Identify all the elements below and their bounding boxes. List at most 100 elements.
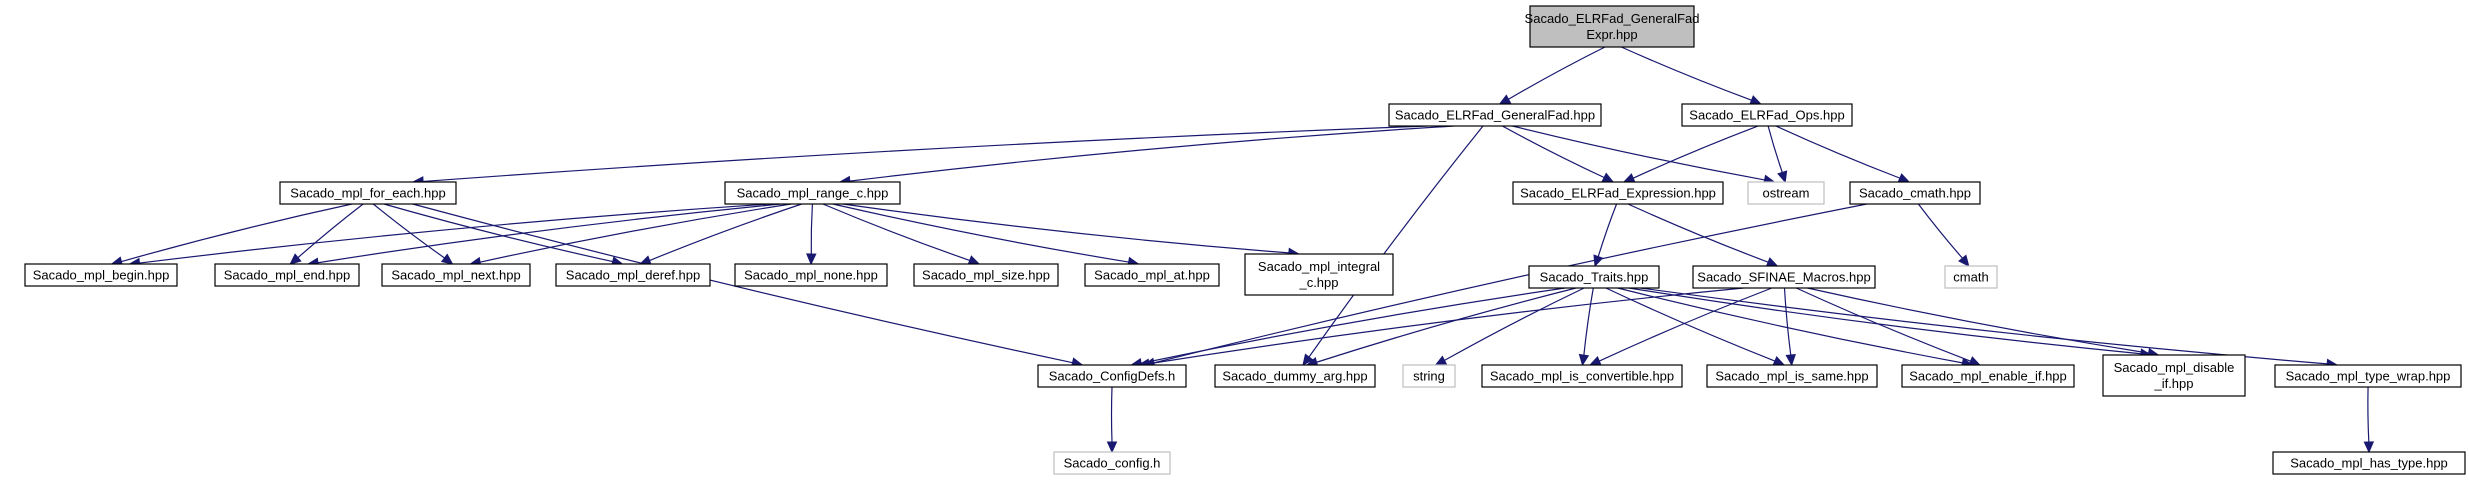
node-label: Sacado_mpl_deref.hpp [566,268,700,283]
node-enable_if[interactable]: Sacado_mpl_enable_if.hpp [1901,364,2075,388]
node-box [1402,364,1456,388]
node-ostream: ostream [1747,181,1825,205]
node-config_h: Sacado_config.h [1053,451,1171,475]
node-label: Sacado_mpl_range_c.hpp [737,186,889,201]
node-expression[interactable]: Sacado_ELRFad_Expression.hpp [1512,181,1724,205]
node-sfinae[interactable]: Sacado_SFINAE_Macros.hpp [1692,265,1876,289]
node-is_convertible[interactable]: Sacado_mpl_is_convertible.hpp [1481,364,1683,388]
node-deref[interactable]: Sacado_mpl_deref.hpp [555,263,711,287]
node-string: string [1402,364,1456,388]
edge-traits-to-is_convertible [1578,287,1594,367]
node-is_same[interactable]: Sacado_mpl_is_same.hpp [1706,364,1878,388]
edge-ops-to-ostream [1767,125,1788,184]
node-range_c[interactable]: Sacado_mpl_range_c.hpp [724,181,901,205]
node-label: string [1413,369,1445,384]
node-traits[interactable]: Sacado_Traits.hpp [1528,265,1660,289]
node-begin[interactable]: Sacado_mpl_begin.hpp [24,263,178,287]
node-box [214,263,360,287]
node-configdefs[interactable]: Sacado_ConfigDefs.h [1037,364,1187,388]
node-label: Sacado_mpl_is_same.hpp [1715,369,1868,384]
node-box [1901,364,2075,388]
node-label: Sacado_cmath.hpp [1859,186,1971,201]
node-type_wrap[interactable]: Sacado_mpl_type_wrap.hpp [2274,364,2462,388]
node-cmath: cmath [1944,265,1998,289]
node-label: ostream [1763,186,1810,201]
node-box [2102,354,2246,397]
node-box [1681,103,1853,127]
edges-layer [110,46,2375,454]
edge-traits-to-disable_if [1628,287,2153,359]
node-label: Sacado_mpl_is_convertible.hpp [1490,369,1674,384]
node-label: Sacado_mpl_begin.hpp [33,268,170,283]
node-for_each[interactable]: Sacado_mpl_for_each.hpp [279,181,457,205]
node-label: Sacado_SFINAE_Macros.hpp [1697,270,1870,285]
edge-generalfad-to-for_each [411,125,1428,187]
node-at[interactable]: Sacado_mpl_at.hpp [1084,263,1220,287]
edge-for_each-to-begin [110,203,353,267]
node-box [1244,253,1394,296]
node-box [1692,265,1876,289]
node-label: Sacado_ELRFad_Expression.hpp [1520,186,1716,201]
node-label: Sacado_dummy_arg.hpp [1222,369,1367,384]
edge-ops-to-cmath_hpp [1775,125,1911,183]
edge-configdefs-to-config_h [1106,386,1118,454]
node-size[interactable]: Sacado_mpl_size.hpp [913,263,1059,287]
node-label: Sacado_Traits.hpp [1540,270,1649,285]
edge-range_c-to-deref [639,203,802,266]
node-box [1528,265,1660,289]
node-none[interactable]: Sacado_mpl_none.hpp [734,263,888,287]
node-label: cmath [1953,270,1988,285]
edge-sfinae-to-is_convertible [1588,287,1773,366]
edge-generalfad-to-dummy_arg [1302,125,1484,366]
node-label: Sacado_mpl_next.hpp [391,268,520,283]
node-label: Sacado_mpl_has_type.hpp [2290,456,2448,471]
edge-traits-to-configdefs [1130,287,1566,369]
node-box [279,181,457,205]
edge-range_c-to-end [306,203,782,268]
node-box [724,181,901,205]
node-box [1849,181,1981,205]
edge-cmath_hpp-to-cmath [1917,203,1970,267]
node-cmath_hpp[interactable]: Sacado_cmath.hpp [1849,181,1981,205]
node-label: Sacado_ELRFad_Ops.hpp [1689,108,1844,123]
node-label: Sacado_mpl_none.hpp [744,268,878,283]
node-has_type[interactable]: Sacado_mpl_has_type.hpp [2272,451,2466,475]
edge-for_each-to-next [372,203,454,265]
edge-sfinae-to-disable_if [1807,287,2160,359]
edge-type_wrap-to-has_type [2363,386,2375,454]
node-box [2272,451,2466,475]
node-generalfad[interactable]: Sacado_ELRFad_GeneralFad.hpp [1388,103,1602,127]
node-integral_c[interactable]: Sacado_mpl_integral_c.hpp [1244,253,1394,296]
node-box [1214,364,1376,388]
node-ops[interactable]: Sacado_ELRFad_Ops.hpp [1681,103,1853,127]
node-box [2274,364,2462,388]
node-box [24,263,178,287]
edge-for_each-to-end [289,203,364,265]
edge-generalfad-to-expression [1502,125,1615,183]
edge-expression-to-traits [1593,203,1618,268]
node-disable_if[interactable]: Sacado_mpl_disable_if.hpp [2102,354,2246,397]
node-label: Sacado_mpl_type_wrap.hpp [2286,369,2451,384]
edge-sfinae-to-configdefs [1137,287,1744,369]
node-end[interactable]: Sacado_mpl_end.hpp [214,263,360,287]
node-box [1388,103,1602,127]
node-box [1481,364,1683,388]
node-box [1944,265,1998,289]
node-box [1512,181,1724,205]
edge-root-to-generalfad [1498,46,1606,105]
node-box [381,263,531,287]
edge-traits-to-dummy_arg [1305,287,1577,368]
node-box [734,263,888,287]
node-label: Sacado_mpl_enable_if.hpp [1909,369,2067,384]
edge-range_c-to-integral_c [842,203,1300,259]
node-box [913,263,1059,287]
node-label: _c.hpp [1298,275,1338,290]
edge-generalfad-to-range_c [838,125,1455,187]
node-dummy_arg[interactable]: Sacado_dummy_arg.hpp [1214,364,1376,388]
edge-ops-to-expression [1622,125,1759,183]
node-next[interactable]: Sacado_mpl_next.hpp [381,263,531,287]
node-box [1037,364,1187,388]
nodes-layer: Sacado_ELRFad_GeneralFadExpr.hppSacado_E… [24,5,2466,475]
node-label: Sacado_mpl_size.hpp [922,268,1050,283]
